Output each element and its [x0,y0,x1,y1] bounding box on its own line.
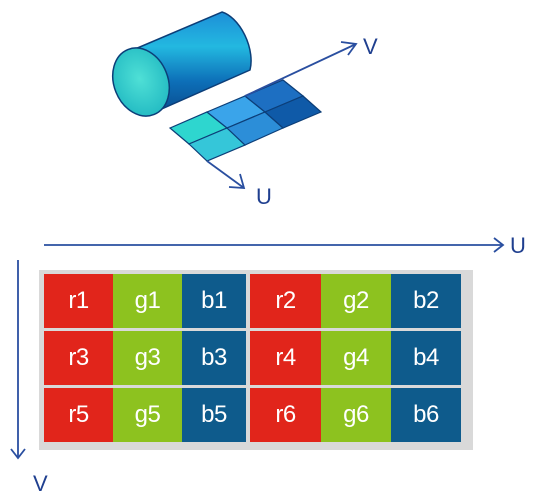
texture-u-arrow [206,160,245,189]
channel-cell-g3: g3 [113,331,182,385]
channel-cell-b5: b5 [182,388,246,442]
channel-cell-b1: b1 [182,274,246,328]
channel-cell-r5: r5 [44,388,113,442]
channel-cell-b3: b3 [182,331,246,385]
channel-cell-r6: r6 [250,388,321,442]
channel-cell-r4: r4 [250,331,321,385]
channel-cell-r1: r1 [44,274,113,328]
cylinder-icon [111,11,252,117]
texture-u-label: U [256,184,272,209]
texture-v-arrow [244,43,357,97]
channel-cell-r2: r2 [250,274,321,328]
channel-cell-b4: b4 [391,331,461,385]
layout-axes [10,237,505,460]
texture-axes [206,41,358,189]
channel-cell-r3: r3 [44,331,113,385]
channel-cell-g5: g5 [113,388,182,442]
channel-cell-g1: g1 [113,274,182,328]
layout-u-label: U [510,233,526,258]
layout-v-label: V [33,471,48,496]
channel-cell-b2: b2 [391,274,461,328]
texture-v-label: V [363,34,378,59]
texture-tile [263,95,323,129]
channel-cell-b6: b6 [391,388,461,442]
texture-plane [168,79,323,162]
channel-cell-g4: g4 [321,331,391,385]
channel-cell-g6: g6 [321,388,391,442]
channel-cell-g2: g2 [321,274,391,328]
